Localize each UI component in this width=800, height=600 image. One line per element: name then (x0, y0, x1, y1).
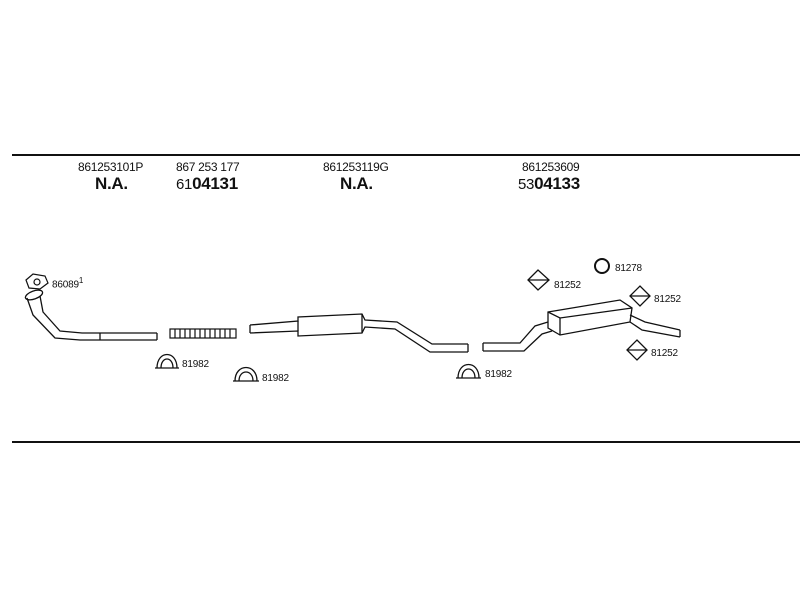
ring-label: 81278 (615, 263, 642, 274)
part-number-flex-pipe: 867 253 177 (176, 160, 240, 174)
rubber-ring-icon (594, 258, 610, 274)
part-number-front-pipe: 861253101P (78, 160, 144, 174)
code-rear-silencer-prefix: 53 (518, 176, 535, 193)
rubber-hanger-icon (527, 269, 550, 291)
part-number-rear-silencer: 861253609 (522, 160, 580, 174)
gasket-note: 1 (78, 276, 84, 285)
clamp-b-label: 81982 (262, 373, 289, 384)
gasket-icon (25, 273, 49, 290)
clamp-icon (456, 363, 481, 379)
clamp-icon (233, 366, 259, 382)
hanger-top-label: 81252 (554, 280, 581, 291)
code-rear-silencer: 5304133 (518, 174, 580, 194)
code-front-pipe: N.A. (95, 174, 128, 193)
front-pipe-icon (24, 289, 158, 341)
code-rear-silencer-number: 04133 (534, 174, 580, 193)
middle-silencer-icon (249, 313, 469, 353)
clamp-icon (155, 353, 179, 369)
rubber-hanger-icon (629, 285, 651, 307)
top-divider (12, 154, 800, 156)
hanger-mid-label: 81252 (654, 294, 681, 305)
clamp-c-label: 81982 (485, 369, 512, 380)
rear-silencer-icon (482, 299, 681, 352)
hanger-bottom-label: 81252 (651, 348, 678, 359)
gasket-number: 86089 (52, 279, 79, 291)
part-number-middle-silencer: 861253119G (323, 160, 389, 174)
code-flex-pipe-prefix: 61 (176, 176, 193, 193)
flex-pipe-icon (169, 328, 237, 339)
code-middle-silencer: N.A. (340, 174, 373, 193)
clamp-a-label: 81982 (182, 359, 209, 370)
code-flex-pipe: 6104131 (176, 174, 238, 194)
bottom-divider (12, 441, 800, 443)
rubber-hanger-icon (626, 339, 648, 361)
gasket-label: 860891 (52, 276, 83, 290)
code-flex-pipe-number: 04131 (192, 174, 238, 193)
